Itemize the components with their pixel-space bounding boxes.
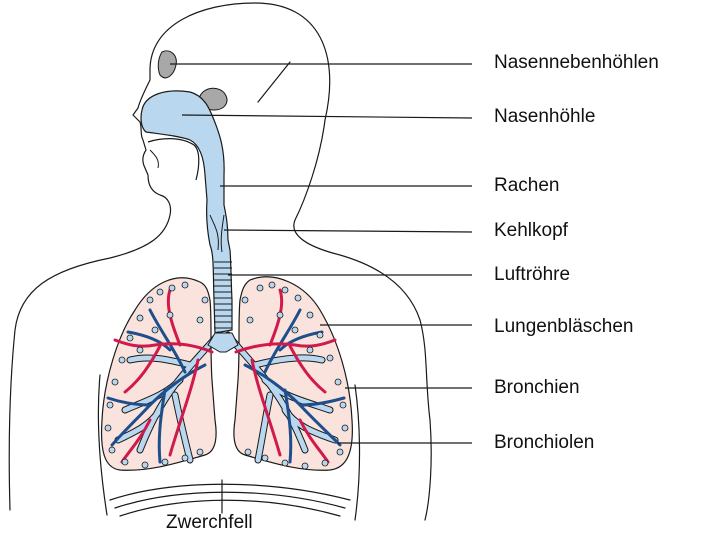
label-sinuses: Nasennebenhöhlen xyxy=(494,52,659,74)
leader-larynx xyxy=(224,230,472,232)
label-alveoli: Lungenbläschen xyxy=(494,316,633,338)
label-bronchi: Bronchien xyxy=(494,377,580,399)
leader-nasal-cavity xyxy=(182,115,472,118)
label-trachea: Luftröhre xyxy=(494,264,570,286)
label-pharynx: Rachen xyxy=(494,175,560,197)
label-nasal-cavity: Nasenhöhle xyxy=(494,106,595,128)
label-diaphragm: Zwerchfell xyxy=(166,512,253,534)
label-larynx: Kehlkopf xyxy=(494,220,568,242)
label-bronchioles: Bronchiolen xyxy=(494,432,594,454)
